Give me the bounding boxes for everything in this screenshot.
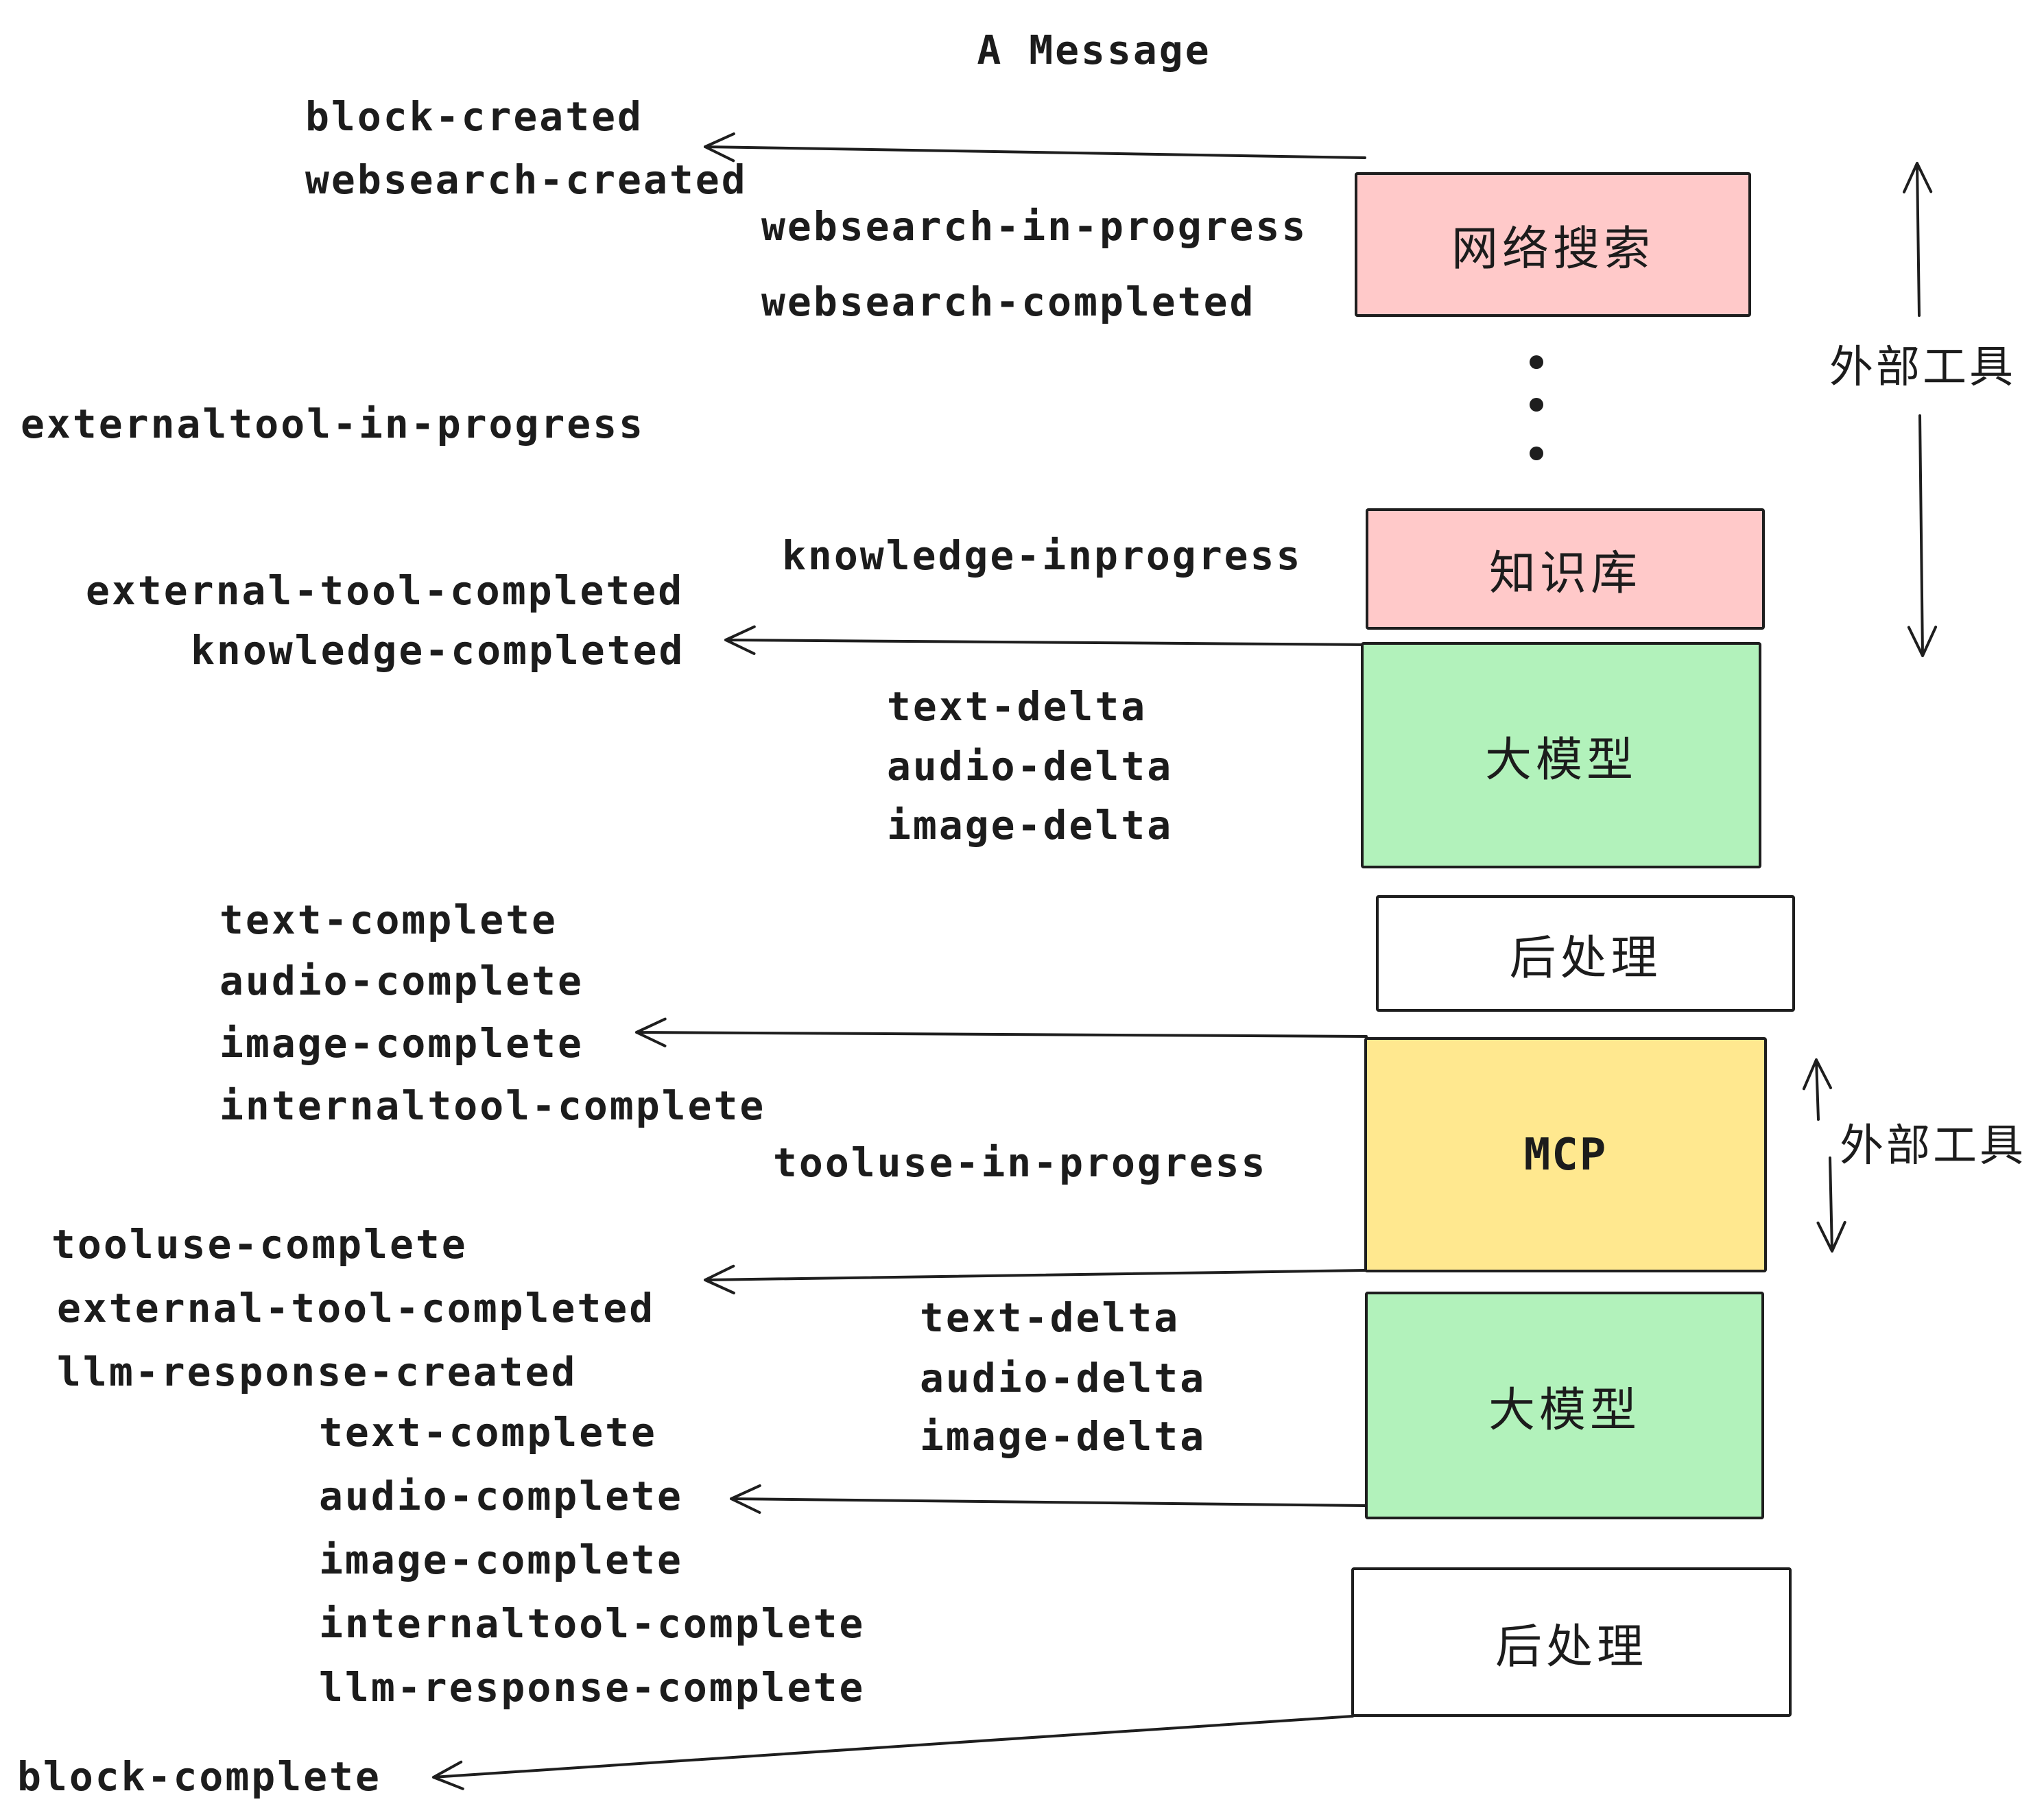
event-label-text-delta: text-delta xyxy=(887,683,1148,730)
event-label-audio-delta: audio-delta xyxy=(920,1355,1207,1401)
external-tools-1-arrow-up xyxy=(1903,162,1933,317)
arrow-to-knowledge-completed xyxy=(724,625,1373,655)
process-box-label: 知识库 xyxy=(1488,547,1641,601)
event-label-external-tool-completed: external-tool-completed xyxy=(57,1285,656,1331)
process-box-label: 大模型 xyxy=(1488,1383,1641,1438)
external-tools-label-1: 外部工具 xyxy=(1829,342,2016,393)
event-label-knowledge-completed: knowledge-completed xyxy=(191,627,685,674)
external-tools-2-arrow-up xyxy=(1802,1058,1832,1121)
box-postprocess-1: 后处理 xyxy=(1376,895,1795,1012)
arrow-to-image-complete xyxy=(635,1017,1368,1047)
event-label-audio-delta: audio-delta xyxy=(887,743,1174,790)
process-box-label: MCP xyxy=(1523,1129,1608,1180)
event-label-text-delta: text-delta xyxy=(920,1294,1180,1341)
event-label-text-complete: text-complete xyxy=(319,1409,657,1456)
event-label-llm-response-created: llm-response-created xyxy=(57,1349,578,1395)
external-tools-2-arrow-down xyxy=(1816,1156,1846,1253)
event-label-internaltool-complete: internaltool-complete xyxy=(219,1082,766,1129)
process-box-label: 后处理 xyxy=(1509,931,1662,986)
page-title: A Message xyxy=(977,27,1211,73)
box-llm-2: 大模型 xyxy=(1365,1292,1764,1519)
box-llm-1: 大模型 xyxy=(1361,642,1761,868)
event-label-block-created: block-created xyxy=(305,93,643,140)
ellipsis-dot xyxy=(1530,398,1543,412)
event-label-image-delta: image-delta xyxy=(920,1413,1207,1460)
event-label-audio-complete: audio-complete xyxy=(219,958,584,1004)
event-label-block-complete: block-complete xyxy=(17,1753,381,1800)
event-label-external-tool-completed: external-tool-completed xyxy=(86,567,685,614)
event-label-llm-response-complete: llm-response-complete xyxy=(319,1664,866,1711)
external-tools-1-arrow-down xyxy=(1907,414,1938,657)
arrow-to-audio-complete xyxy=(730,1484,1366,1514)
event-label-image-complete: image-complete xyxy=(319,1536,683,1583)
box-mcp: MCP xyxy=(1364,1037,1767,1272)
process-box-label: 网络搜索 xyxy=(1451,222,1654,276)
event-label-internaltool-complete: internaltool-complete xyxy=(319,1600,866,1647)
box-postprocess-2: 后处理 xyxy=(1351,1567,1792,1717)
event-label-knowledge-inprogress: knowledge-inprogress xyxy=(782,532,1303,579)
event-label-websearch-in-progress: websearch-in-progress xyxy=(761,203,1308,250)
box-websearch: 网络搜索 xyxy=(1355,172,1751,317)
event-label-tooluse-in-progress: tooluse-in-progress xyxy=(773,1139,1268,1186)
external-tools-label-2: 外部工具 xyxy=(1840,1121,2026,1172)
event-label-audio-complete: audio-complete xyxy=(319,1473,683,1519)
event-label-websearch-completed: websearch-completed xyxy=(761,278,1256,325)
event-label-tooluse-complete: tooluse-complete xyxy=(51,1221,468,1268)
arrow-to-tooluse-complete xyxy=(704,1264,1366,1294)
event-label-websearch-created: websearch-created xyxy=(305,156,748,203)
event-label-image-complete: image-complete xyxy=(219,1020,584,1067)
arrow-to-block-created xyxy=(704,132,1366,163)
event-label-image-delta: image-delta xyxy=(887,802,1174,848)
box-knowledge: 知识库 xyxy=(1366,508,1765,630)
arrow-to-block-complete xyxy=(432,1715,1354,1790)
event-label-text-complete: text-complete xyxy=(219,897,558,943)
process-box-label: 大模型 xyxy=(1484,733,1637,787)
ellipsis-dot xyxy=(1530,447,1543,460)
event-label-externaltool-in-progress: externaltool-in-progress xyxy=(21,401,645,447)
ellipsis-dot xyxy=(1530,355,1543,369)
process-box-label: 后处理 xyxy=(1495,1619,1648,1674)
